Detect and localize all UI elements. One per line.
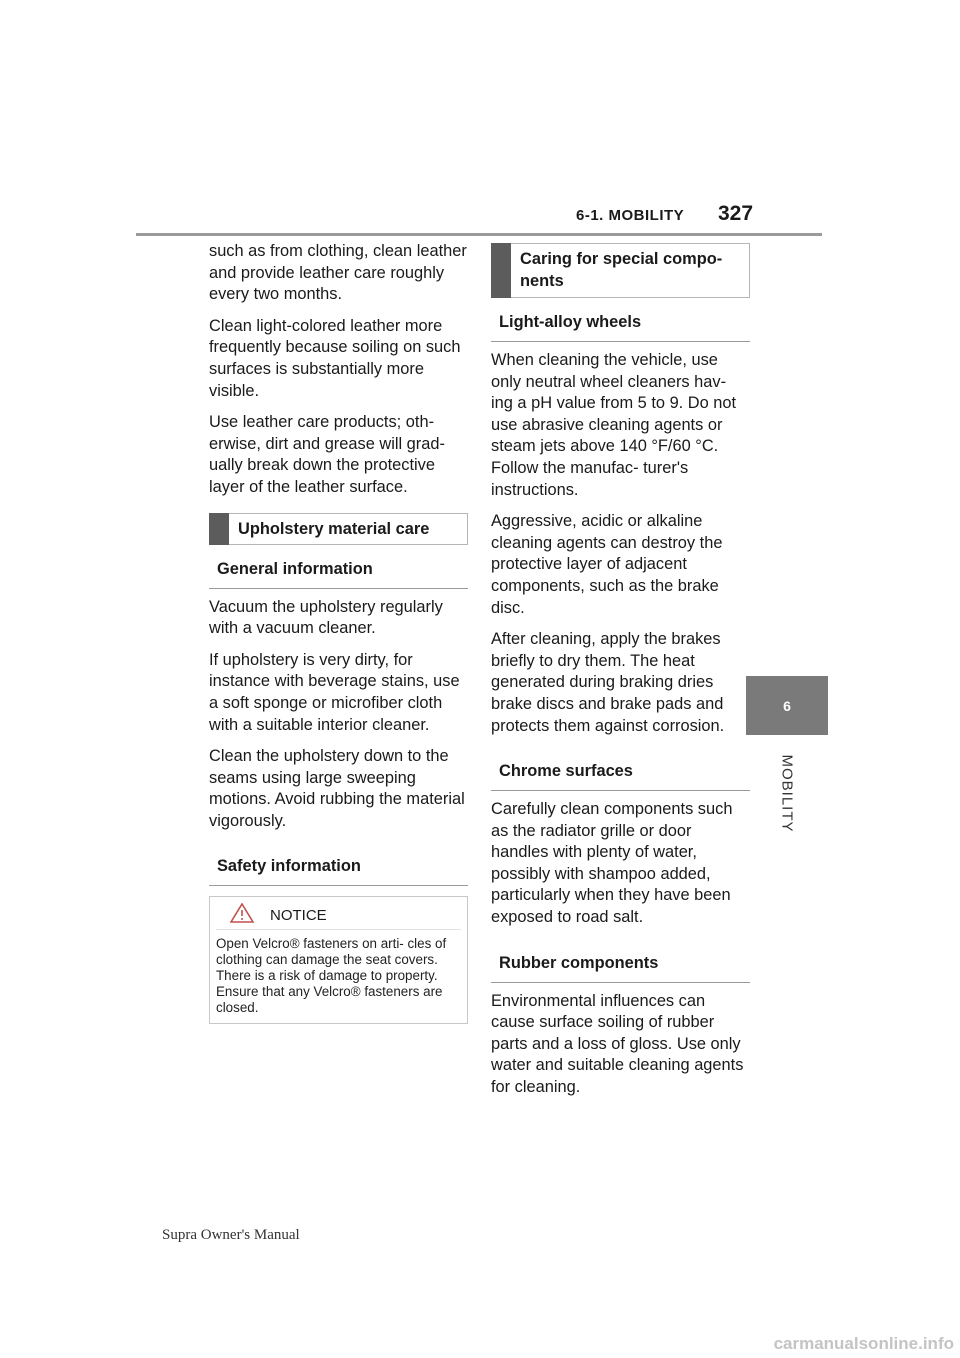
paragraph: Clean light-colored leather more frequen… — [209, 316, 461, 400]
section-heading-text: Upholstery material care — [238, 519, 430, 538]
footer-manual-title: Supra Owner's Manual — [162, 1227, 300, 1243]
paragraph: If upholstery is very dirty, for instanc… — [209, 650, 460, 734]
header-divider — [136, 233, 822, 236]
notice-text: Open Velcro® fasteners on arti- cles of … — [216, 936, 447, 1015]
notice-header: NOTICE — [216, 901, 461, 931]
paragraph: Vacuum the upholstery regularly with a v… — [209, 597, 443, 638]
paragraph: Aggressive, acidic or alkaline cleaning … — [491, 512, 723, 617]
right-column: Caring for special compo- nents Light-al… — [491, 241, 753, 1109]
paragraph: After cleaning, apply the brakes briefly… — [491, 630, 725, 735]
notice-box: NOTICE Open Velcro® fasteners on arti- c… — [209, 896, 468, 1025]
subheading-rubber-components: Rubber components — [491, 939, 750, 983]
paragraph: such as from clothing, clean leather and… — [209, 242, 467, 304]
subheading-chrome-surfaces: Chrome surfaces — [491, 747, 750, 792]
chapter-number: 6 — [783, 697, 791, 714]
notice-label: NOTICE — [270, 906, 327, 924]
paragraph: When cleaning the vehicle, use only neut… — [491, 351, 737, 499]
chapter-side-label: MOBILITY — [778, 754, 796, 833]
paragraph: Clean the upholstery down to the seams u… — [209, 747, 465, 830]
watermark: carmanualsonline.info — [773, 1334, 954, 1353]
heading-bar — [491, 243, 511, 298]
paragraph: Use leather care products; oth- erwise, … — [209, 413, 445, 496]
paragraph: Environmental influences can cause surfa… — [491, 991, 744, 1097]
section-heading-upholstery: Upholstery material care — [209, 512, 468, 545]
section-heading-special-components: Caring for special compo- nents — [491, 243, 750, 298]
left-column: such as from clothing, clean leather and… — [209, 241, 471, 1025]
subheading-safety-information: Safety information — [209, 842, 468, 887]
chapter-tab[interactable]: 6 — [746, 676, 828, 735]
section-header: 6-1. MOBILITY — [576, 207, 685, 224]
paragraph: Carefully clean components such as the r… — [491, 800, 733, 927]
section-heading-text: Caring for special compo- nents — [520, 250, 723, 290]
page-number: 327 — [718, 202, 754, 225]
subheading-general-information: General information — [209, 545, 468, 589]
heading-bar — [209, 512, 229, 545]
warning-triangle-icon — [229, 902, 255, 928]
subheading-light-alloy-wheels: Light-alloy wheels — [491, 298, 750, 342]
